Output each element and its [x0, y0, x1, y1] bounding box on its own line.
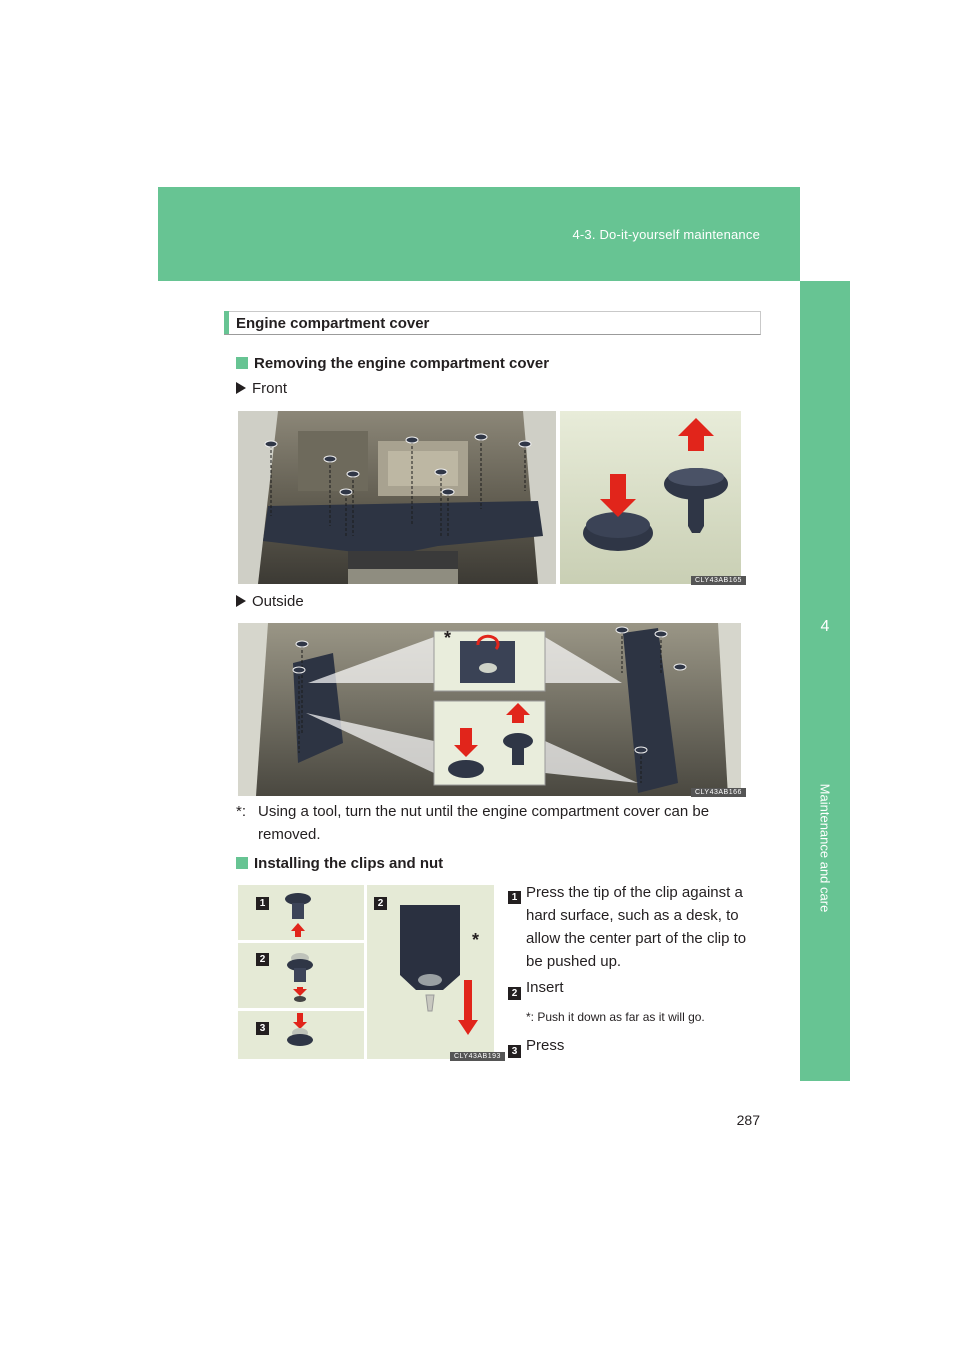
header-band: [158, 187, 800, 281]
removing-footnote-mark: *:: [236, 803, 247, 820]
outside-asterisk: *: [444, 628, 452, 648]
install-figure-code: CLY43AB193: [450, 1052, 505, 1061]
triangle-bullet-icon: [236, 382, 246, 394]
step-2-text: Insert: [526, 979, 564, 996]
section-header: 4-3. Do-it-yourself maintenance: [572, 227, 760, 242]
outside-label-text: Outside: [252, 593, 304, 610]
step-2-number: 2: [508, 983, 521, 1001]
outside-label: Outside: [236, 593, 304, 610]
front-figure: [238, 411, 741, 584]
chapter-number: 4: [820, 618, 830, 635]
installing-heading-text: Installing the clips and nut: [254, 855, 444, 872]
fig-label-1: 1: [256, 893, 269, 911]
side-tab: [800, 281, 850, 1081]
triangle-bullet-icon: [236, 595, 246, 607]
front-figure-code: CLY43AB165: [691, 576, 746, 585]
outside-figure: [238, 623, 741, 796]
fig-label-2b: 2: [374, 893, 387, 911]
fig-label-3: 3: [256, 1018, 269, 1036]
fig-label-2: 2: [256, 949, 269, 967]
outside-figure-code: CLY43AB166: [691, 788, 746, 797]
section-title-bar: [224, 311, 761, 335]
step-2-note: *: Push it down as far as it will go.: [526, 1010, 705, 1024]
front-label: Front: [236, 380, 287, 397]
section-title-marker: [224, 311, 229, 334]
front-label-text: Front: [252, 380, 288, 397]
removing-heading-text: Removing the engine compartment cover: [254, 355, 550, 372]
removing-footnote: Using a tool, turn the nut until the eng…: [258, 803, 710, 843]
page-number: 287: [736, 1112, 760, 1128]
chapter-label: Maintenance and care: [817, 783, 833, 913]
step-1-number: 1: [508, 887, 521, 905]
install-asterisk: *: [472, 930, 480, 950]
removing-heading: Removing the engine compartment cover: [236, 355, 549, 372]
square-bullet-icon: [236, 857, 248, 869]
square-bullet-icon: [236, 357, 248, 369]
install-figure: [238, 885, 494, 1059]
step-1-text: Press the tip of the clip against a hard…: [526, 884, 747, 970]
step-3-text: Press: [526, 1037, 565, 1054]
section-title: Engine compartment cover: [236, 315, 430, 332]
step-3-number: 3: [508, 1041, 521, 1059]
installing-heading: Installing the clips and nut: [236, 855, 443, 872]
